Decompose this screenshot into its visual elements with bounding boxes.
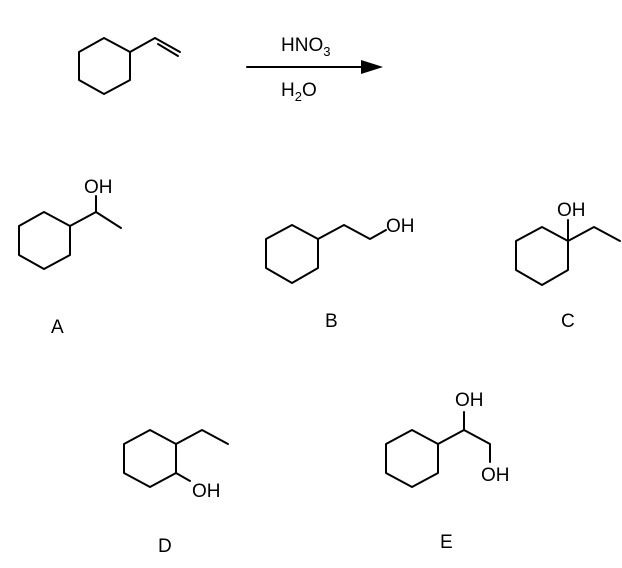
choice-d-structure: OH bbox=[123, 429, 229, 502]
choice-c-label: C bbox=[561, 311, 575, 332]
choice-b-structure: OH bbox=[265, 216, 415, 284]
reagent-h2o: H2O bbox=[281, 80, 317, 104]
choice-a-structure: OH bbox=[18, 177, 122, 270]
choice-c-oh: OH bbox=[557, 200, 586, 221]
choice-e-structure: OH OH bbox=[385, 390, 510, 488]
choice-a-oh: OH bbox=[84, 177, 113, 198]
choice-e-label: E bbox=[440, 532, 453, 553]
choice-e-oh-bottom: OH bbox=[481, 465, 510, 486]
reaction-arrow bbox=[246, 60, 383, 74]
choice-d-label: D bbox=[158, 536, 172, 557]
choice-b-label: B bbox=[325, 311, 338, 332]
choice-d-oh: OH bbox=[192, 481, 221, 502]
choice-c-structure: OH bbox=[515, 200, 621, 286]
choice-e-oh-top: OH bbox=[455, 390, 484, 411]
choice-b-oh: OH bbox=[386, 216, 415, 237]
choice-a-label: A bbox=[51, 317, 64, 338]
reagent-hno3: HNO3 bbox=[281, 35, 330, 59]
reactant-vinylcyclohexane bbox=[78, 37, 181, 95]
